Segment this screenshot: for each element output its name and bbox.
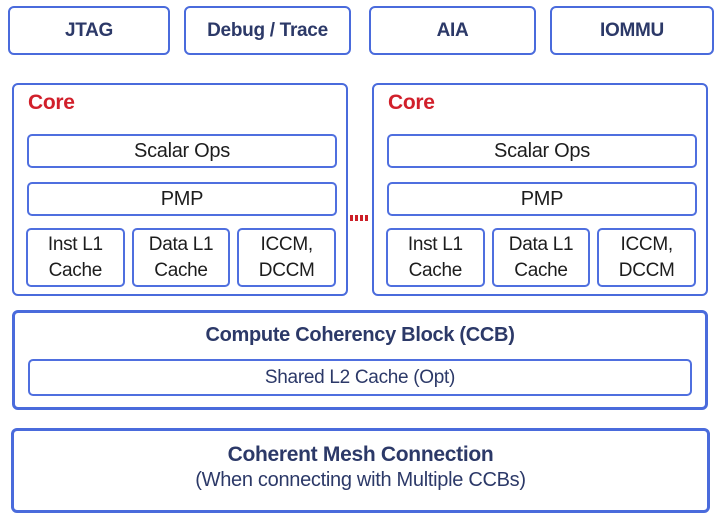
cache-box-iccm-dccm: ICCM, DCCM	[597, 228, 697, 287]
core-block-right: Core Scalar Ops PMP Inst L1 Cache Data L…	[372, 83, 708, 296]
mesh-subtitle: (When connecting with Multiple CCBs)	[195, 469, 526, 491]
core-title: Core	[388, 91, 435, 114]
top-box-jtag: JTAG	[8, 6, 170, 55]
top-box-label: Debug / Trace	[207, 19, 328, 41]
top-box-aia: AIA	[369, 6, 536, 55]
top-box-iommu: IOMMU	[550, 6, 714, 55]
ccb-block: Compute Coherency Block (CCB) Shared L2 …	[12, 310, 708, 410]
top-box-label: IOMMU	[600, 19, 664, 41]
pmp-box: PMP	[387, 182, 697, 216]
cache-row: Inst L1 Cache Data L1 Cache ICCM, DCCM	[386, 228, 697, 287]
cache-box-inst-l1: Inst L1 Cache	[386, 228, 485, 287]
mesh-block: Coherent Mesh Connection (When connectin…	[11, 428, 710, 513]
core-title: Core	[28, 91, 75, 114]
top-box-label: AIA	[436, 19, 469, 41]
cache-box-data-l1: Data L1 Cache	[131, 228, 231, 287]
cache-box-data-l1: Data L1 Cache	[491, 228, 591, 287]
scalar-ops-box: Scalar Ops	[27, 134, 337, 168]
top-box-debug-trace: Debug / Trace	[184, 6, 351, 55]
ccb-title: Compute Coherency Block (CCB)	[205, 324, 515, 346]
mesh-title: Coherent Mesh Connection	[227, 443, 494, 466]
cache-label-line: Cache	[154, 259, 208, 281]
cache-label-line: Inst L1	[47, 233, 103, 255]
top-box-label: JTAG	[64, 19, 114, 41]
cache-row: Inst L1 Cache Data L1 Cache ICCM, DCCM	[26, 228, 337, 287]
pmp-label: PMP	[160, 187, 204, 210]
cache-label-line: DCCM	[258, 259, 315, 281]
cache-label-line: Inst L1	[407, 233, 463, 255]
cache-box-iccm-dccm: ICCM, DCCM	[237, 228, 337, 287]
cache-label-line: DCCM	[618, 259, 675, 281]
scalar-ops-label: Scalar Ops	[134, 139, 230, 162]
core-interconnect-icon	[350, 215, 368, 221]
pmp-box: PMP	[27, 182, 337, 216]
cache-label-line: Data L1	[148, 233, 214, 255]
cache-box-inst-l1: Inst L1 Cache	[26, 228, 125, 287]
cache-label-line: Cache	[408, 259, 463, 281]
scalar-ops-label: Scalar Ops	[494, 139, 590, 162]
cache-label-line: Cache	[48, 259, 103, 281]
scalar-ops-box: Scalar Ops	[387, 134, 697, 168]
pmp-label: PMP	[520, 187, 564, 210]
cache-label-line: ICCM,	[260, 233, 314, 255]
cache-label-line: Cache	[514, 259, 568, 281]
cache-label-line: ICCM,	[620, 233, 674, 255]
core-block-left: Core Scalar Ops PMP Inst L1 Cache Data L…	[12, 83, 348, 296]
shared-l2-box: Shared L2 Cache (Opt)	[28, 359, 692, 396]
cache-label-line: Data L1	[508, 233, 574, 255]
shared-l2-label: Shared L2 Cache (Opt)	[264, 366, 456, 388]
